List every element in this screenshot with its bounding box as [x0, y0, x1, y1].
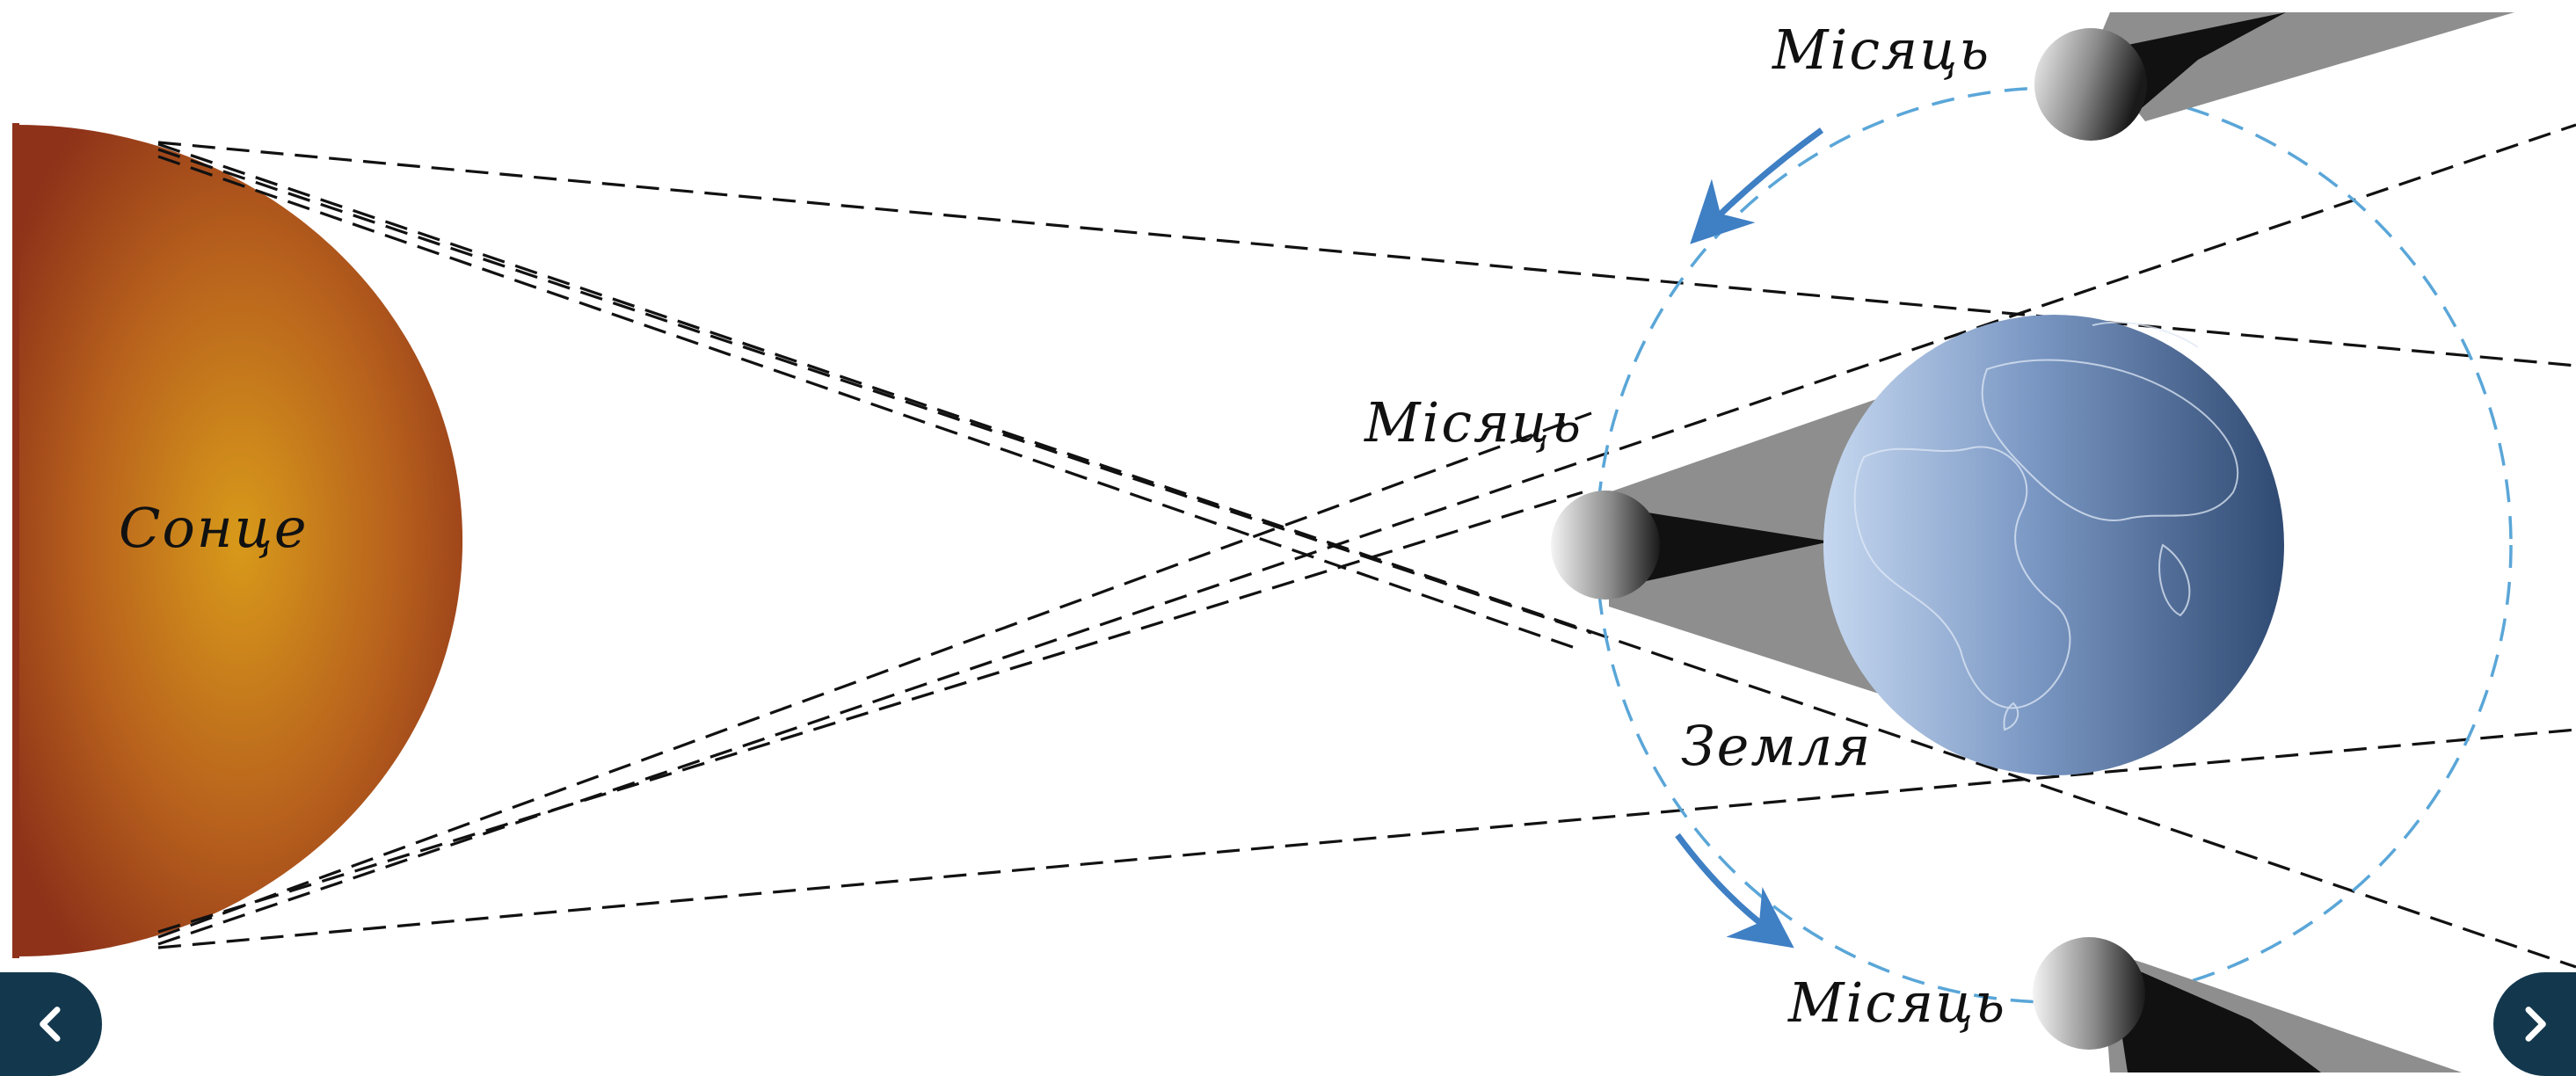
earth-label: Земля: [1681, 714, 1872, 778]
next-slide-button[interactable]: [2493, 972, 2576, 1076]
previous-slide-button[interactable]: [0, 972, 102, 1076]
moon-top-label: Місяць: [1772, 18, 1990, 82]
earth-globe: [1823, 315, 2284, 775]
chevron-right-icon: [2525, 1007, 2546, 1042]
orbit-arrow-top: [1690, 127, 1824, 244]
sun-label: Сонце: [119, 496, 309, 560]
sun-edge: [12, 123, 19, 958]
moon-left: [1551, 491, 1660, 600]
chevron-left-icon: [40, 1007, 61, 1042]
sun-disc: [18, 125, 463, 956]
moon-umbra-top: [2107, 12, 2286, 113]
moon-bottom-label: Місяць: [1787, 971, 2006, 1035]
earth-continents: [1853, 321, 2239, 731]
light-rays: [157, 123, 2576, 969]
moon-top: [2034, 28, 2147, 141]
orbit-arrow-bottom: [1675, 832, 1794, 949]
moon-bottom: [2033, 937, 2145, 1050]
moon-umbra-bottom: [2110, 958, 2321, 1072]
moon-umbra-left: [1609, 506, 1830, 589]
moon-left-label: Місяць: [1364, 390, 1583, 454]
